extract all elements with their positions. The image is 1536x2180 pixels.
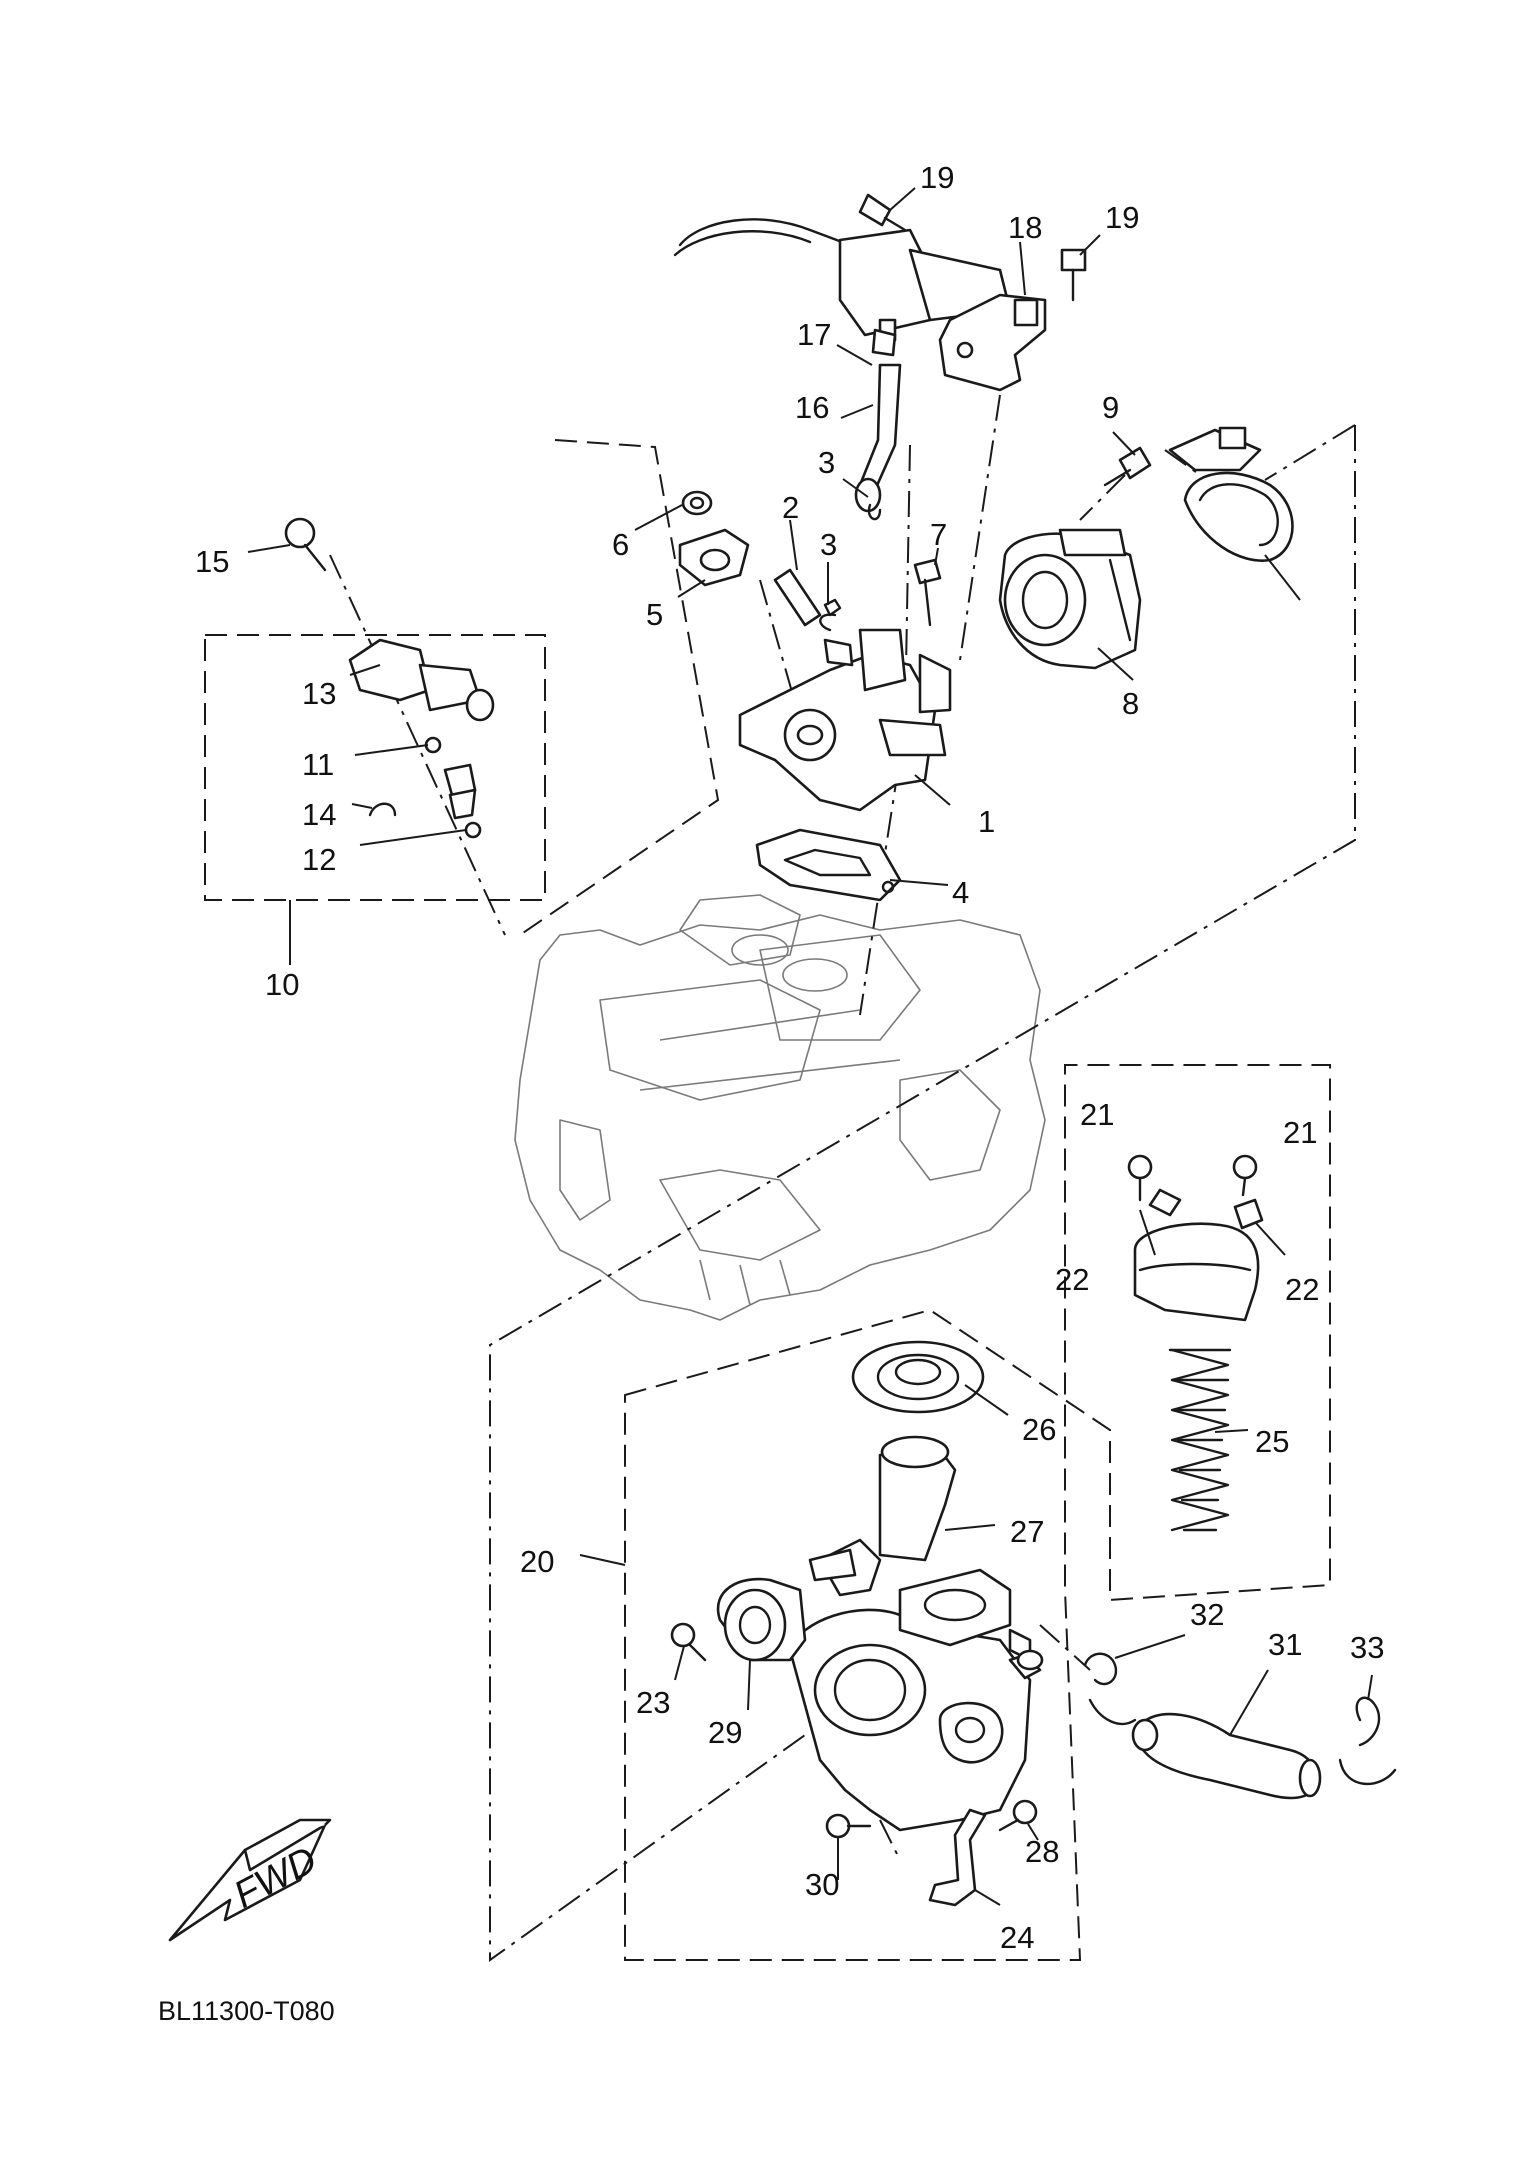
diaphragm-and-piston (851, 1340, 985, 1562)
callout-label: 17 (797, 317, 831, 352)
forward-direction-arrow: FWD (168, 1818, 332, 1942)
callout-label: 3 (818, 445, 835, 480)
callout-label: 16 (795, 390, 829, 425)
callout-label: 32 (1190, 1597, 1224, 1632)
callout-label: 29 (708, 1715, 742, 1750)
callout-label: 31 (1268, 1627, 1302, 1662)
bracket-24 (928, 1808, 987, 1907)
callout-label: 14 (302, 797, 336, 832)
callout-label: 21 (1283, 1115, 1317, 1150)
fuel-injector-kit (348, 638, 495, 839)
band-clamp-part (1168, 426, 1294, 562)
callout-label: 24 (1000, 1920, 1034, 1955)
fwd-label: FWD (227, 1839, 323, 1917)
collar-gasket-parts (678, 490, 902, 902)
bolt-parts (284, 193, 1258, 1839)
fuel-hose-assembly (1083, 1652, 1397, 1800)
callout-label: 19 (1105, 200, 1139, 235)
throttle-holder-part (738, 628, 952, 812)
callout-label: 18 (1008, 210, 1042, 245)
callout-label: 21 (1080, 1097, 1114, 1132)
hose-and-clamp (854, 328, 902, 521)
callout-label: 22 (1055, 1262, 1089, 1297)
callout-label: 6 (612, 527, 629, 562)
callout-label: 8 (1122, 686, 1139, 721)
callout-label: 23 (636, 1685, 670, 1720)
callout-label: 3 (820, 527, 837, 562)
callout-label: 4 (952, 875, 969, 910)
callout-label: 33 (1350, 1630, 1384, 1665)
cover-and-spring (1133, 1188, 1264, 1532)
callout-label: 26 (1022, 1412, 1056, 1447)
callout-label: 25 (1255, 1424, 1289, 1459)
callout-label: 10 (265, 967, 299, 1002)
intake-joint-part (998, 528, 1142, 670)
callout-labels: 1 2 3 3 4 5 6 7 8 9 10 11 12 13 14 15 16… (195, 160, 1384, 1955)
small-parts-2-3 (773, 568, 842, 632)
callout-label: 11 (302, 747, 334, 782)
callout-label: 5 (646, 597, 663, 632)
callout-label: 28 (1025, 1834, 1059, 1869)
callout-label: 15 (195, 544, 229, 579)
callout-label: 20 (520, 1544, 554, 1579)
sensor-part (716, 1577, 807, 1662)
callout-label: 1 (978, 804, 995, 839)
callout-label: 7 (930, 517, 947, 552)
throttle-body-assembly (788, 1538, 1044, 1832)
callout-label: 9 (1102, 390, 1119, 425)
leader-lines (247, 187, 1373, 1906)
callout-label: 19 (920, 160, 954, 195)
callout-label: 13 (302, 676, 336, 711)
callout-label: 27 (1010, 1514, 1044, 1549)
engine-outline (514, 894, 1046, 1321)
assembly-boundaries (204, 394, 1356, 1962)
callout-label: 22 (1285, 1272, 1319, 1307)
callout-label: 30 (805, 1867, 839, 1902)
diagram-reference-code: BL11300-T080 (158, 1996, 335, 2026)
bracket-part (938, 293, 1047, 392)
callout-label: 12 (302, 842, 336, 877)
callout-label: 2 (782, 490, 799, 525)
